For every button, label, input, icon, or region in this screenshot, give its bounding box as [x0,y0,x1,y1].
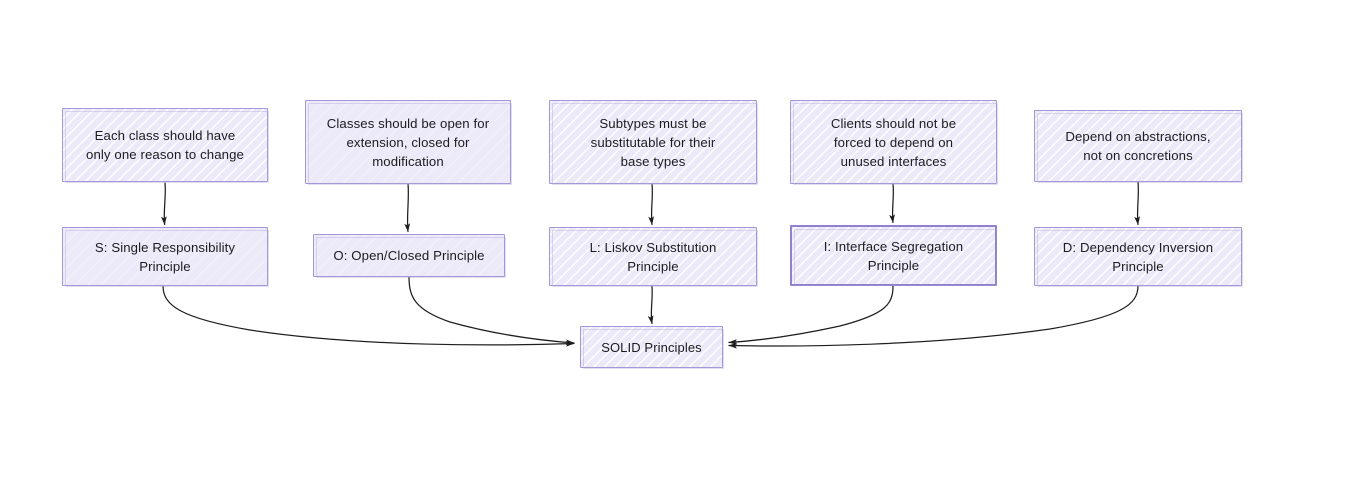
edge-desc-to-i [889,183,895,224]
node-description-d[interactable]: Depend on abstractions, not on concretio… [1034,110,1243,183]
node-description-i-label: Clients should not be forced to depend o… [830,115,957,169]
node-principle-i-label: I: Interface Segregation Principle [823,238,964,273]
node-principle-i[interactable]: I: Interface Segregation Principle [790,225,997,286]
edge-desc-to-s [160,182,167,226]
edge-i-to-center [728,285,894,345]
node-description-s[interactable]: Each class should have only one reason t… [62,108,269,183]
edge-s-to-center [162,285,575,347]
edge-desc-to-l [648,183,655,226]
node-principle-d-label: D: Dependency Inversion Principle [1062,239,1214,274]
node-principle-l-label: L: Liskov Substitution Principle [589,239,717,274]
node-description-i[interactable]: Clients should not be forced to depend o… [790,100,998,185]
node-description-d-label: Depend on abstractions, not on concretio… [1065,129,1211,163]
node-principle-o-label: O: Open/Closed Principle [333,248,485,263]
edge-desc-to-d [1134,181,1141,226]
node-principle-o[interactable]: O: Open/Closed Principle [313,234,506,278]
node-description-l-label: Subtypes must be substitutable for their… [590,115,716,169]
node-description-o-label: Classes should be open for extension, cl… [326,115,490,169]
node-principle-s[interactable]: S: Single Responsibility Principle [62,227,269,287]
edge-desc-to-o [404,183,411,233]
edge-o-to-center [408,276,575,346]
node-principle-d[interactable]: D: Dependency Inversion Principle [1034,227,1243,287]
node-principle-s-label: S: Single Responsibility Principle [94,239,236,274]
node-solid-principles[interactable]: SOLID Principles [580,326,724,369]
node-principle-l[interactable]: L: Liskov Substitution Principle [549,227,758,287]
node-description-s-label: Each class should have only one reason t… [86,128,244,162]
edge-l-to-center [647,285,654,325]
node-description-l[interactable]: Subtypes must be substitutable for their… [549,100,758,185]
node-solid-principles-label: SOLID Principles [601,339,702,355]
edge-d-to-center [728,285,1139,349]
node-description-o[interactable]: Classes should be open for extension, cl… [305,100,512,185]
